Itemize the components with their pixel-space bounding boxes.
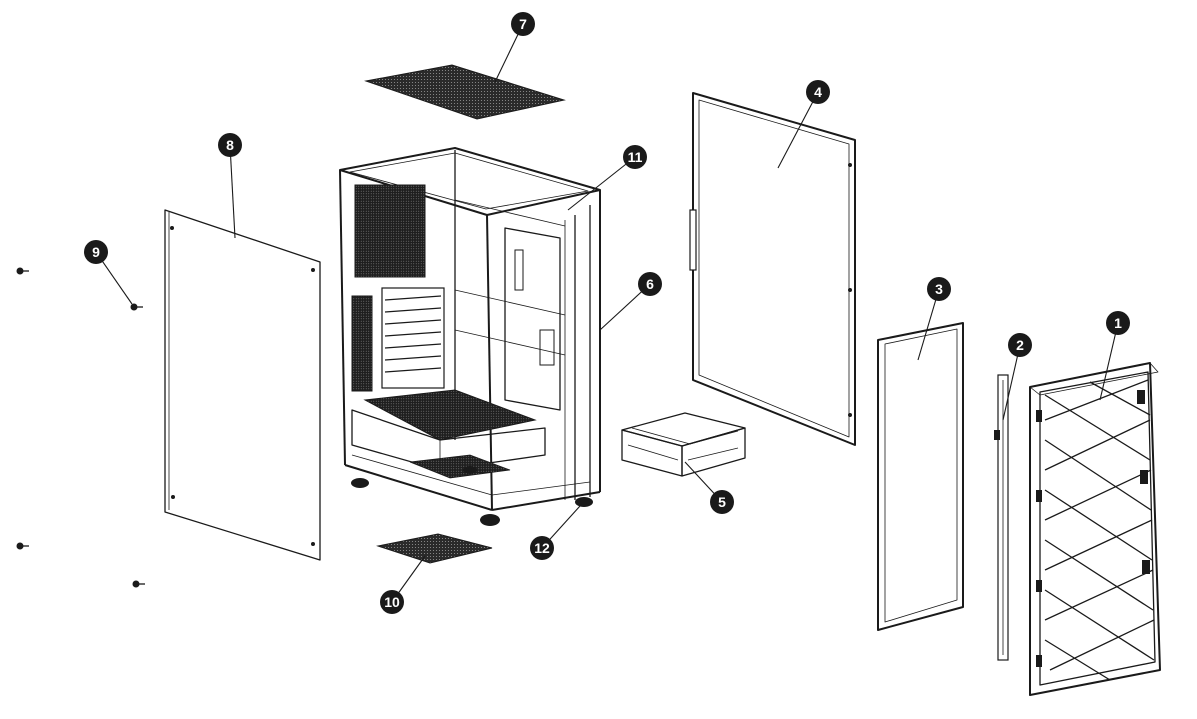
front-filter-frame <box>877 322 964 631</box>
top-dust-filter <box>364 64 566 120</box>
drive-cage <box>621 412 746 477</box>
thumb-screw-icon <box>16 542 29 550</box>
callout-badge: 12 <box>530 536 554 560</box>
callout-number: 6 <box>646 276 654 292</box>
thumb-screw-icon <box>16 267 29 275</box>
callout-badge: 8 <box>218 133 242 157</box>
callout-number: 3 <box>935 281 943 297</box>
callout-badge: 2 <box>1008 333 1032 357</box>
callout-number: 7 <box>519 16 527 32</box>
callout-badge: 4 <box>806 80 830 104</box>
thumb-screw-icon <box>130 303 143 311</box>
callout-badge: 11 <box>623 145 647 169</box>
front-panel <box>1029 362 1161 696</box>
case-feet <box>351 466 593 526</box>
callout-badges: 1 2 3 4 5 6 7 8 <box>84 12 1130 614</box>
glass-side-panel <box>689 92 856 446</box>
callout-badge: 7 <box>511 12 535 36</box>
callout-badge: 10 <box>380 590 404 614</box>
callout-badge: 9 <box>84 240 108 264</box>
callout-number: 1 <box>1114 315 1122 331</box>
callout-number: 11 <box>628 149 643 165</box>
callout-number: 4 <box>814 84 822 100</box>
callout-number: 2 <box>1016 337 1024 353</box>
callout-badge: 5 <box>710 490 734 514</box>
led-strip <box>994 374 1009 661</box>
callout-number: 9 <box>92 244 100 260</box>
callout-number: 8 <box>226 137 234 153</box>
callout-badge: 6 <box>638 272 662 296</box>
callout-number: 12 <box>534 540 550 556</box>
thumb-screw-icon <box>132 580 145 588</box>
callout-badge: 3 <box>927 277 951 301</box>
thumb-screws <box>16 267 145 588</box>
bottom-dust-filter <box>376 533 493 564</box>
left-side-panel <box>164 209 321 561</box>
leader-lines <box>95 23 1119 603</box>
expansion-slots <box>351 287 445 392</box>
chassis-frame <box>339 147 601 526</box>
callout-number: 10 <box>384 594 400 610</box>
callout-badge: 1 <box>1106 311 1130 335</box>
callout-number: 5 <box>718 494 726 510</box>
